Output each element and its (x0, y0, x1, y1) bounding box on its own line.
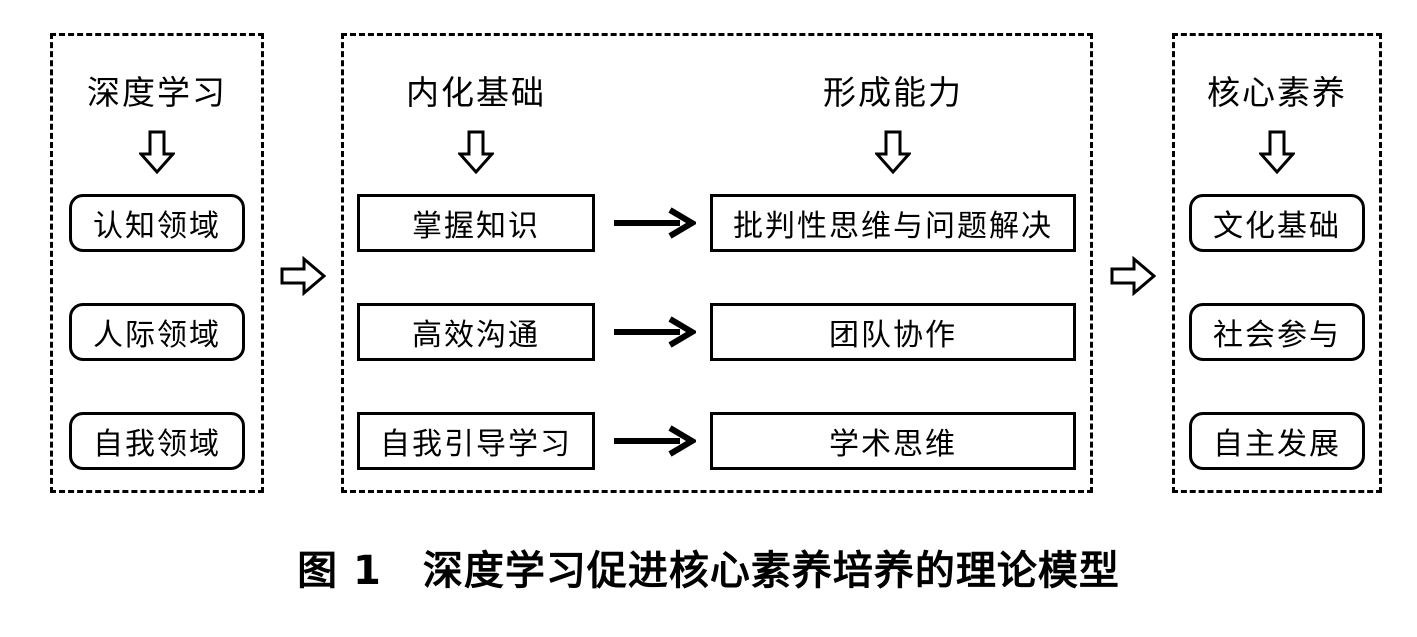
right-line-arrow-row-1 (614, 207, 696, 239)
node-interpersonal-domain[interactable]: 人际领域 (69, 303, 245, 361)
node-master-knowledge[interactable]: 掌握知识 (357, 194, 595, 252)
panel-deep-learning (50, 33, 264, 493)
down-block-arrow-deep-learning (139, 130, 175, 174)
node-self-directed-learning[interactable]: 自我引导学习 (357, 412, 595, 470)
down-block-arrow-core-literacy (1259, 130, 1295, 174)
right-line-arrow-row-2 (614, 316, 696, 348)
right-line-arrow-row-3 (614, 425, 696, 457)
node-critical-thinking-problem-solving[interactable]: 批判性思维与问题解决 (710, 194, 1076, 252)
figure-caption: 图 1 深度学习促进核心素养培养的理论模型 (297, 548, 1120, 594)
node-effective-communication[interactable]: 高效沟通 (357, 303, 595, 361)
right-block-arrow-middle-to-right (1110, 256, 1156, 296)
node-cultural-foundation[interactable]: 文化基础 (1189, 194, 1365, 252)
right-block-arrow-left-to-middle (280, 256, 326, 296)
panel-process (341, 33, 1093, 493)
panel-title-internalize-foundation: 内化基础 (406, 76, 546, 112)
node-academic-thinking[interactable]: 学术思维 (710, 412, 1076, 470)
node-cognitive-domain[interactable]: 认知领域 (69, 194, 245, 252)
panel-title-deep-learning: 深度学习 (87, 76, 227, 112)
panel-title-form-ability: 形成能力 (823, 76, 963, 112)
node-independent-development[interactable]: 自主发展 (1189, 412, 1365, 470)
panel-core-literacy (1172, 33, 1382, 493)
node-self-domain[interactable]: 自我领域 (69, 412, 245, 470)
node-social-participation[interactable]: 社会参与 (1189, 303, 1365, 361)
down-block-arrow-form-ability (875, 130, 911, 174)
down-block-arrow-internalize-foundation (458, 130, 494, 174)
node-team-collaboration[interactable]: 团队协作 (710, 303, 1076, 361)
panel-title-core-literacy: 核心素养 (1207, 76, 1347, 112)
